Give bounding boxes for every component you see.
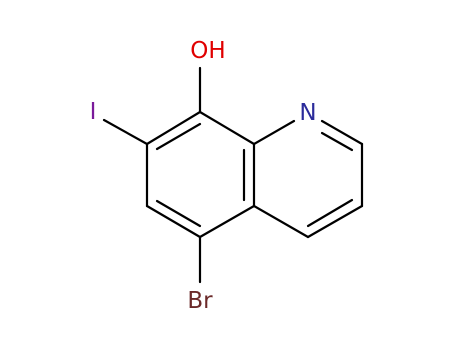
bond-c4a-c5 — [198, 204, 256, 239]
bond-c8a-n1 — [252, 119, 296, 146]
bond-c3-c4-inner — [306, 198, 354, 228]
bond-c7-i — [102, 118, 149, 146]
atom-label-bromine: Br — [187, 288, 213, 314]
atom-label-hydroxyl: OH — [190, 38, 225, 64]
bond-c7-c8 — [145, 110, 202, 146]
bond-c3-c4 — [306, 204, 364, 239]
bond-n1-c2 — [320, 119, 364, 146]
bond-c8-c8a — [198, 110, 256, 146]
atom-label-iodine: I — [90, 99, 97, 125]
bond-c5-c6 — [145, 204, 202, 239]
bond-n1-c2-inner — [320, 131, 354, 152]
bond-c6-c5-inner — [155, 199, 202, 228]
atom-label-nitrogen: N — [299, 100, 316, 126]
bond-c4-c4a — [252, 204, 310, 239]
bond-c8-c7-inner — [155, 122, 202, 151]
